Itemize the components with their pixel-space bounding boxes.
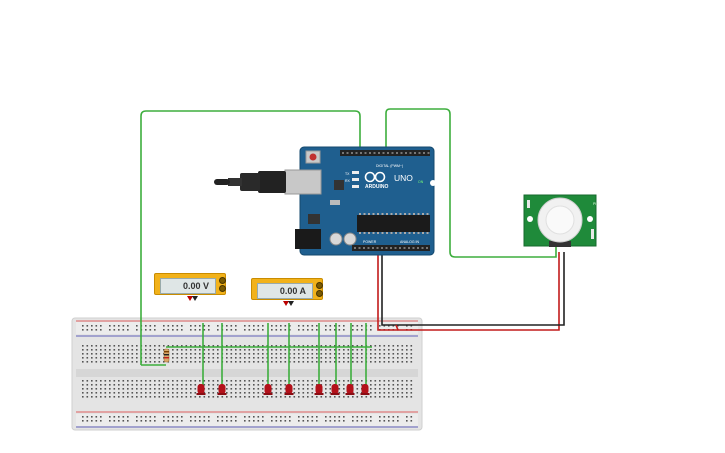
- led-base: [330, 393, 340, 395]
- arduino-brand: ARDUINO: [365, 184, 388, 190]
- led-body: [315, 384, 323, 394]
- green-wires[interactable]: [140, 108, 557, 386]
- usb-cable[interactable]: [214, 169, 322, 195]
- voltmeter[interactable]: 0.00 V: [154, 273, 226, 301]
- pir-sensor[interactable]: PIR: [523, 194, 599, 247]
- led[interactable]: [314, 384, 324, 395]
- led-body: [285, 384, 293, 394]
- power-wires[interactable]: [377, 252, 565, 331]
- led-group[interactable]: [196, 384, 370, 395]
- resistor[interactable]: [163, 348, 170, 363]
- voltmeter-probe-negative[interactable]: [192, 296, 198, 301]
- led-body: [331, 384, 339, 394]
- ammeter-display: 0.00 A: [257, 283, 313, 299]
- led[interactable]: [217, 384, 227, 395]
- led-base: [345, 393, 355, 395]
- voltmeter-display: 0.00 V: [160, 278, 216, 294]
- led-base: [217, 393, 227, 395]
- voltmeter-knob: [219, 277, 226, 284]
- pir-label: PIR: [593, 202, 599, 206]
- digital-label: DIGITAL (PWM~): [376, 164, 403, 168]
- led-body: [361, 384, 369, 394]
- tx-label: TX: [345, 172, 350, 176]
- rx-label: RX: [345, 179, 351, 183]
- led[interactable]: [360, 384, 370, 395]
- arduino-model: UNO: [394, 173, 413, 183]
- breadboard[interactable]: [71, 317, 423, 431]
- led-body: [197, 384, 205, 394]
- led[interactable]: [345, 384, 355, 395]
- ammeter[interactable]: 0.00 A: [251, 278, 323, 306]
- led-base: [360, 393, 370, 395]
- voltmeter-probe-positive[interactable]: [187, 296, 193, 301]
- led-body: [218, 384, 226, 394]
- led-body: [264, 384, 272, 394]
- led-base: [314, 393, 324, 395]
- led-body: [346, 384, 354, 394]
- voltmeter-knob: [219, 285, 226, 292]
- ammeter-knob: [316, 282, 323, 289]
- arduino-logo: [364, 171, 386, 183]
- led-base: [196, 393, 206, 395]
- arduino-uno[interactable]: ARDUINO UNO DIGITAL (PWM~) POWER ANALOG …: [214, 146, 436, 256]
- led-base: [263, 393, 273, 395]
- led[interactable]: [196, 384, 206, 395]
- led[interactable]: [284, 384, 294, 395]
- analog-label: ANALOG IN: [400, 240, 420, 244]
- led[interactable]: [330, 384, 340, 395]
- on-label: ON: [418, 180, 424, 184]
- led[interactable]: [263, 384, 273, 395]
- ammeter-probe-negative[interactable]: [288, 301, 294, 306]
- led-base: [284, 393, 294, 395]
- ammeter-knob: [316, 290, 323, 297]
- ammeter-probe-positive[interactable]: [283, 301, 289, 306]
- power-label: POWER: [363, 240, 377, 244]
